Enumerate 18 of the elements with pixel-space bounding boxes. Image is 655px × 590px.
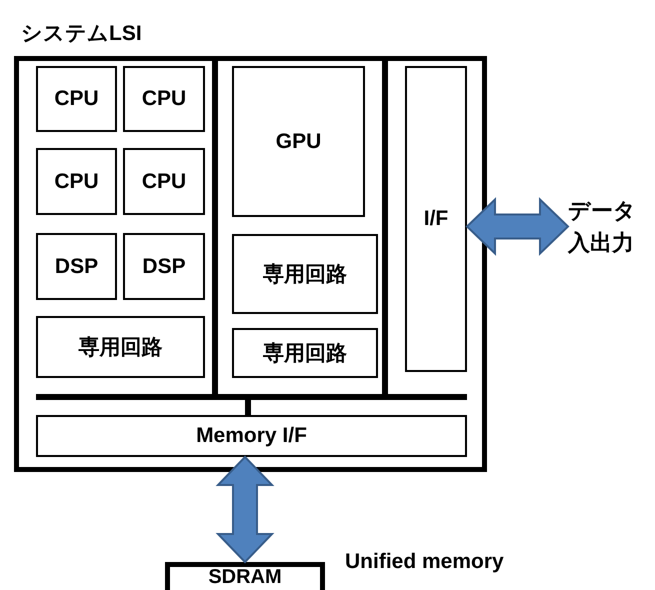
interface-box: Memory I/F <box>36 415 467 457</box>
core-box: GPU <box>232 66 365 217</box>
circuit-box: 専用回路 <box>232 328 378 378</box>
core-box: CPU <box>123 66 205 132</box>
interface-box: I/F <box>405 66 467 372</box>
double-arrow <box>216 456 274 564</box>
chip-title: システムLSI <box>21 21 142 47</box>
double-arrow <box>466 197 570 256</box>
memory-caption: Unified memory <box>345 550 504 574</box>
io-label: データ入出力 <box>568 193 640 260</box>
core-box: CPU <box>36 66 117 132</box>
core-box: CPU <box>36 148 117 215</box>
circuit-box: 専用回路 <box>232 234 378 314</box>
core-box: DSP <box>123 233 205 300</box>
core-box: DSP <box>36 233 117 300</box>
circuit-box: 専用回路 <box>36 316 205 378</box>
memory-box: SDRAM <box>165 562 325 590</box>
core-box: CPU <box>123 148 205 215</box>
